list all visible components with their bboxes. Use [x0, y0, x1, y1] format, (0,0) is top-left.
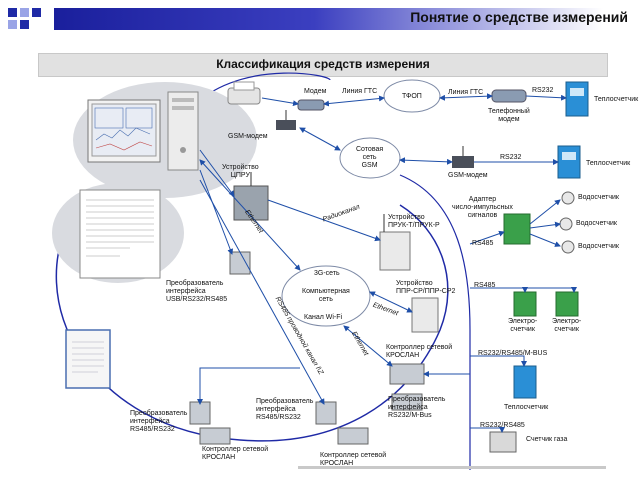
label-rs232-rs485: RS232/RS485	[480, 422, 525, 429]
kroslan-device	[337, 427, 369, 445]
certificate	[65, 329, 111, 389]
converter-device	[189, 401, 211, 425]
label-conv-rs485-rs232: Преобразователь интерфейса RS485/RS232	[130, 410, 188, 433]
adapter-device	[503, 213, 531, 245]
label-heat-meter: Теплосчетчик	[504, 404, 549, 411]
label-electric-meter: Электро- счетчик	[508, 318, 538, 333]
label-electric-meter: Электро- счетчик	[552, 318, 582, 333]
label-conv-rs485-rs232: Преобразователь интерфейса RS485/RS232	[256, 398, 314, 421]
screen-windows	[94, 107, 153, 151]
label-water-meter: Водосчетчик	[576, 220, 617, 227]
grouping-curve	[55, 204, 449, 442]
modem-device	[297, 99, 325, 111]
label-water-meter: Водосчетчик	[578, 194, 619, 201]
report-lines	[86, 199, 154, 257]
label-usb-converter: Преобразователь интерфейса USB/RS232/RS4…	[166, 280, 228, 303]
water-meter-device	[561, 191, 575, 205]
label-cpru: Устройство ЦПРУ	[222, 164, 259, 179]
header-square	[20, 20, 29, 29]
grouping-curve	[199, 72, 331, 101]
label-kroslan: Контроллер сетевой КРОСЛАН	[202, 446, 269, 461]
kroslan-device	[389, 363, 425, 385]
heat-meter-device	[513, 365, 537, 399]
kroslan-device	[391, 393, 423, 411]
label-kroslan: Контроллер сетевой КРОСЛАН	[320, 452, 387, 467]
label-rs232-mbus: RS232/RS485/M-BUS	[478, 350, 548, 357]
phone-modem-device	[491, 89, 527, 103]
label-gsm-modem: GSM-модем	[228, 133, 268, 140]
label-rs485: RS485	[472, 240, 494, 247]
label-3g-network: 3G-сеть	[314, 270, 340, 277]
bottom-divider	[298, 466, 606, 469]
monitor-screen	[91, 103, 157, 157]
header-square	[32, 8, 41, 17]
section-title: Классификация средств измерения	[216, 57, 430, 71]
report-sheet	[79, 189, 161, 279]
header-square	[8, 20, 17, 29]
ppr-device	[411, 297, 439, 333]
label-water-meter: Водосчетчик	[578, 243, 619, 250]
electric-meter-device	[513, 291, 537, 317]
label-line-gts: Линия ГТС	[342, 88, 378, 95]
header-bar	[54, 8, 632, 30]
label-conv-rs232-mbus: Преобразователь интерфейса RS232/M-Bus	[388, 396, 446, 419]
heat-meter-device	[565, 81, 589, 117]
label-rs232: RS232	[532, 87, 554, 94]
label-kroslan: Контроллер сетевой КРОСЛАН	[386, 344, 453, 359]
label-modem: Модем	[304, 88, 327, 95]
water-meter-device	[559, 217, 573, 231]
kroslan-device	[199, 427, 231, 445]
label-rs232: RS232	[500, 154, 522, 161]
converter-device	[315, 401, 337, 425]
label-phone-modem: Телефонный модем	[488, 108, 530, 123]
label-wifi: Канал Wi-Fi	[304, 314, 343, 321]
label-computer-network: Компьютерная сеть	[302, 288, 350, 303]
label-heat-meter: Теплосчетчик	[594, 96, 639, 103]
label-adapter: Адаптер число-импульсных сигналов	[452, 196, 513, 219]
label-ppr: Устройство ППР-СР/ППР-СР2	[396, 280, 456, 295]
label-gsm-modem: GSM-модем	[448, 172, 488, 179]
water-meter-device	[561, 240, 575, 254]
label-pruk: Устройство ПРУК-Т/ПРУК-Р	[388, 214, 440, 229]
pc-tower	[167, 91, 199, 171]
gsm-modem-device	[276, 120, 296, 130]
header-square	[8, 8, 17, 17]
gsm-modem-device	[452, 156, 474, 168]
gas-meter-device	[489, 431, 517, 453]
page-title: Понятие о средстве измерений	[410, 9, 628, 25]
electric-meter-device	[555, 291, 579, 317]
usb-converter-device	[229, 251, 251, 275]
pruk-device	[379, 231, 411, 271]
heat-meter-device	[557, 145, 581, 179]
connection-lines	[197, 93, 577, 433]
label-gas-meter: Счетчик газа	[526, 436, 568, 443]
header-square	[20, 8, 29, 17]
label-rs485: RS485	[474, 282, 496, 289]
label-heat-meter: Теплосчетчик	[586, 160, 631, 167]
label-gsm-network: Сотовая сеть GSM	[356, 146, 384, 169]
label-line-gts: Линия ГТС	[448, 89, 484, 96]
label-tfop: ТФОП	[402, 93, 422, 100]
grouping-curve	[399, 174, 471, 470]
